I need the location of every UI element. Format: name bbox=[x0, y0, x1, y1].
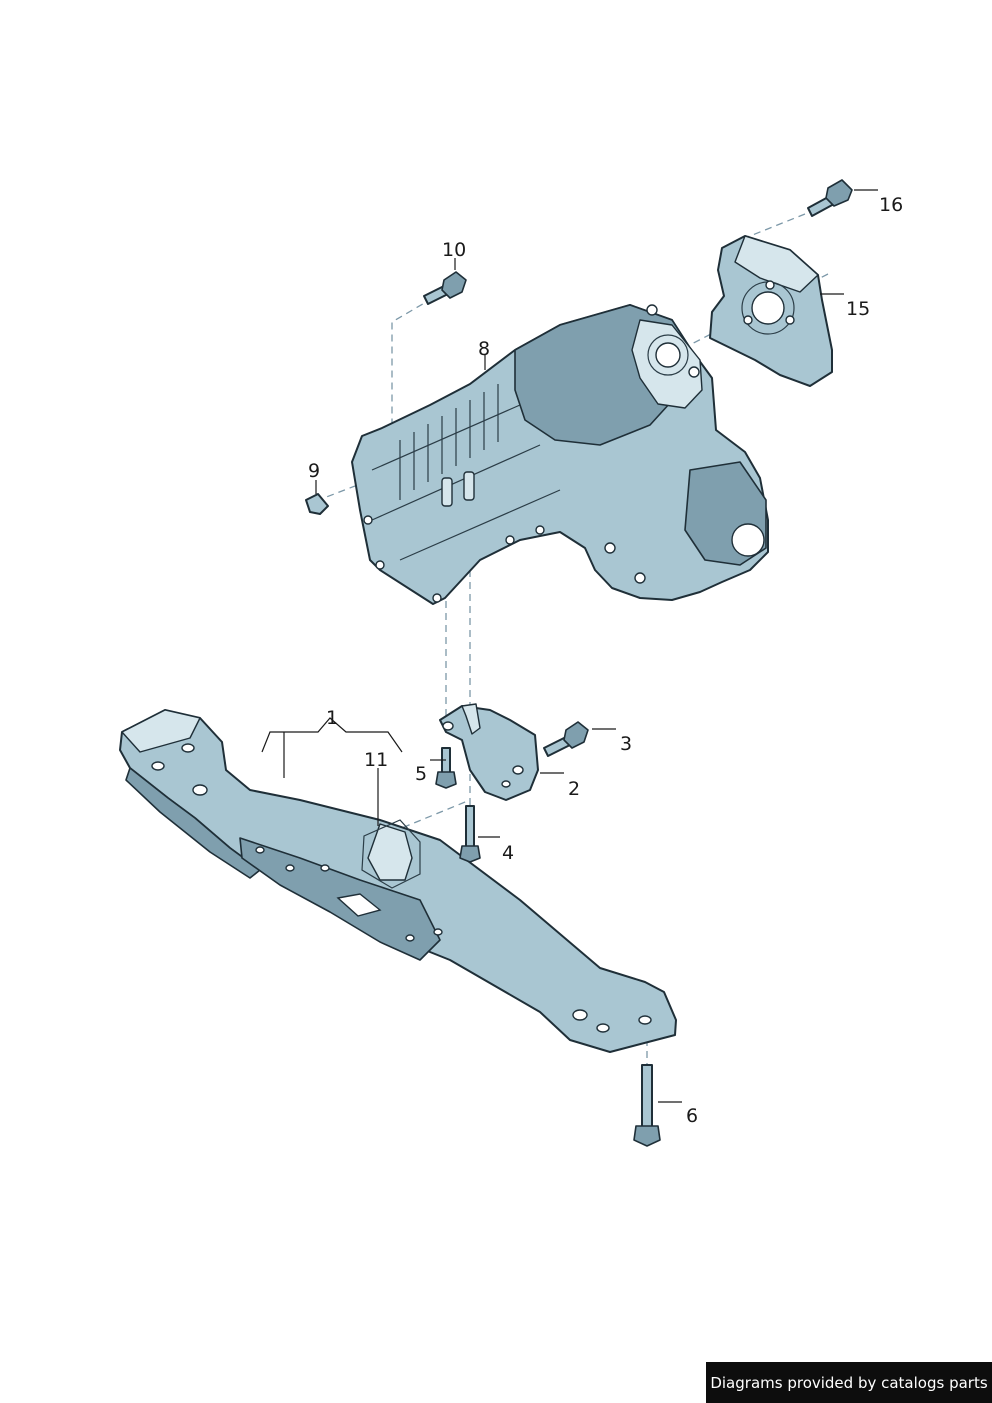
callout-labels: 16 15 10 8 9 1 11 3 5 2 4 6 bbox=[308, 194, 903, 1127]
callout-11: 11 bbox=[364, 749, 388, 771]
plug-9 bbox=[305, 493, 329, 515]
callout-16: 16 bbox=[879, 194, 903, 216]
callout-6: 6 bbox=[686, 1105, 698, 1127]
crossmember bbox=[119, 709, 677, 1053]
callout-3: 3 bbox=[620, 733, 632, 755]
credit-banner: Diagrams provided by catalogs parts bbox=[706, 1362, 992, 1403]
leader-lines bbox=[261, 189, 878, 1103]
bolt-10 bbox=[423, 271, 467, 305]
callout-8: 8 bbox=[478, 338, 490, 360]
callout-9: 9 bbox=[308, 460, 320, 482]
bolt-5 bbox=[435, 747, 457, 789]
bracket bbox=[439, 703, 539, 801]
callout-2: 2 bbox=[568, 778, 580, 800]
callout-10: 10 bbox=[442, 239, 466, 261]
transfer-case bbox=[351, 304, 769, 605]
bolt-3 bbox=[543, 721, 589, 757]
callout-4: 4 bbox=[502, 842, 514, 864]
flange-cover bbox=[709, 235, 833, 387]
callout-5: 5 bbox=[415, 763, 427, 785]
bolt-16 bbox=[807, 179, 853, 217]
callout-1: 1 bbox=[326, 707, 338, 729]
bolt-4 bbox=[459, 805, 481, 863]
callout-15: 15 bbox=[846, 298, 870, 320]
bolt-6 bbox=[633, 1064, 661, 1147]
